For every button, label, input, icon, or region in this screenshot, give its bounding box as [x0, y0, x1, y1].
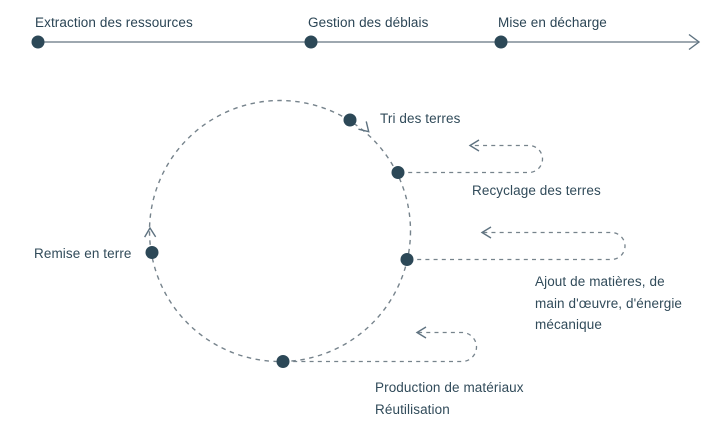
cycle-label-recyclage: Recyclage des terres	[472, 183, 601, 198]
loop-ajout-path	[409, 231, 626, 261]
timeline-dot-gestion	[304, 35, 318, 49]
cycle-loop	[144, 99, 626, 368]
cycle-circle	[148, 99, 412, 363]
timeline-label-gestion: Gestion des déblais	[308, 15, 429, 30]
loop-recyclage-path	[400, 144, 544, 174]
cycle-label-remise: Remise en terre	[34, 246, 132, 261]
loop-production-path	[285, 331, 478, 363]
cycle-label-ajout: Ajout de matières, de main d'œuvre, d'én…	[535, 274, 683, 332]
cycle-dot-ajout	[400, 253, 414, 266]
cycle-label-tri: Tri des terres	[380, 111, 461, 126]
flow-direction-arrow-left-icon	[144, 226, 157, 238]
cycle-label-production: Production de matériaux Réutilisation	[375, 380, 524, 417]
linear-timeline	[31, 33, 701, 51]
timeline-label-decharge: Mise en décharge	[498, 15, 607, 30]
cycle-dot-production	[276, 355, 290, 368]
cycle-dot-recyclage	[391, 166, 405, 179]
loop-ajout-arrow-icon	[480, 226, 492, 239]
cycle-dot-remise	[145, 246, 159, 259]
loop-production-arrow-icon	[415, 326, 427, 339]
timeline-label-extraction: Extraction des ressources	[35, 15, 193, 30]
flow-direction-arrow-top-icon	[358, 121, 370, 133]
arrow-right-icon	[688, 33, 701, 51]
timeline-dot-decharge	[494, 35, 508, 49]
loop-recyclage-arrow-icon	[468, 139, 480, 152]
cycle-dot-tri	[343, 113, 357, 127]
timeline-dot-extraction	[31, 35, 45, 49]
